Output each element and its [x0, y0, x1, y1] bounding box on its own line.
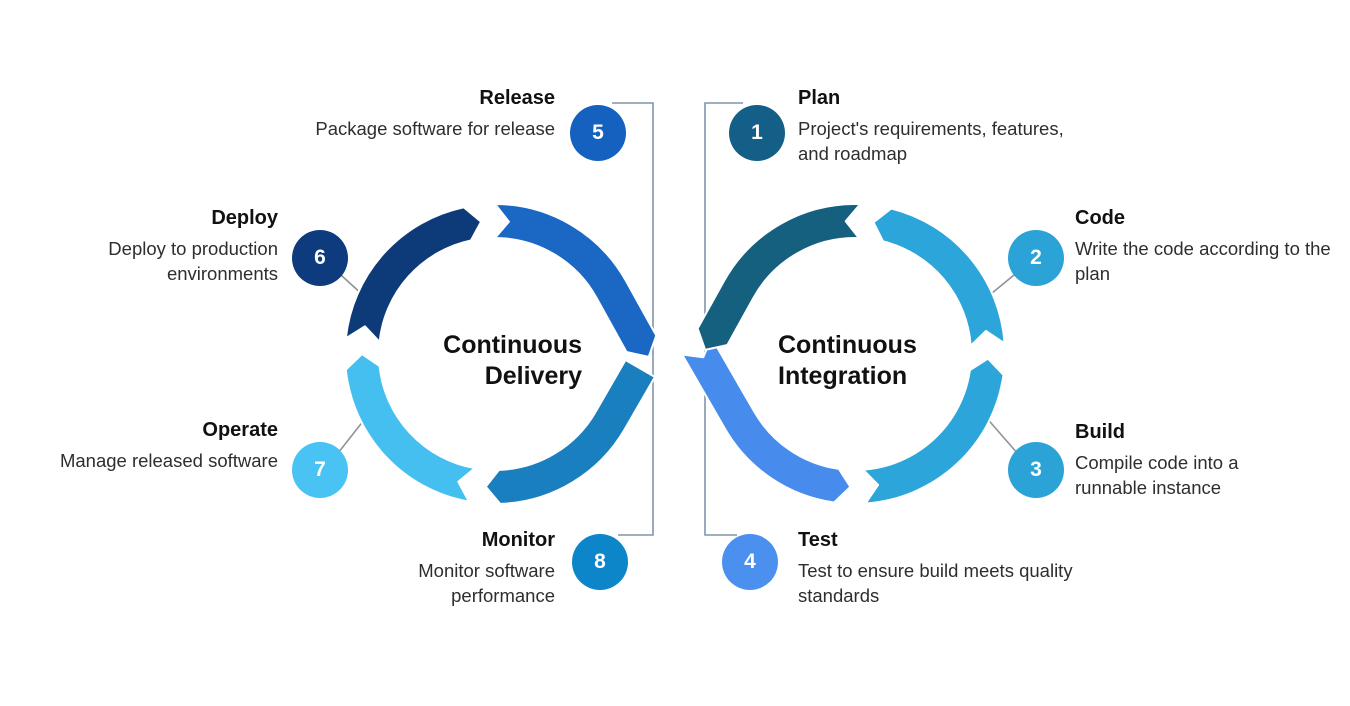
stage-release-title: Release	[479, 87, 555, 109]
stage-test-title: Test	[798, 529, 838, 551]
stage-plan: Plan Project's requirements, features, a…	[798, 86, 1078, 167]
stage-release-desc: Package software for release	[315, 118, 555, 139]
stage-monitor-title: Monitor	[481, 529, 555, 551]
stage-plan-desc: Project's requirements, features, and ro…	[798, 118, 1064, 164]
stage-code: Code Write the code according to the pla…	[1075, 206, 1340, 287]
stage-build-desc: Compile code into a runnable instance	[1075, 452, 1239, 498]
stage-test-desc: Test to ensure build meets quality stand…	[798, 560, 1073, 606]
stage-circle-monitor: 8	[572, 534, 628, 590]
stage-circle-test: 4	[722, 534, 778, 590]
stage-code-desc: Write the code according to the plan	[1075, 238, 1331, 284]
stage-circle-operate: 7	[292, 442, 348, 498]
loop-band-code	[872, 207, 1006, 347]
stage-deploy-desc: Deploy to production environments	[108, 238, 278, 284]
loop-band-release	[494, 203, 658, 358]
stage-circle-release: 5	[570, 105, 626, 161]
stage-operate-desc: Manage released software	[59, 450, 278, 471]
stage-operate-title: Operate	[202, 419, 278, 441]
center-label-continuous-integration: Continuous Integration	[778, 331, 917, 390]
stage-code-title: Code	[1075, 207, 1125, 229]
center-label-continuous-delivery: Continuous Delivery	[443, 331, 582, 390]
stage-circle-build: 3	[1008, 442, 1064, 498]
stage-release: Release Package software for release	[315, 86, 555, 142]
stage-deploy: Deploy Deploy to production environments	[48, 206, 278, 287]
stage-monitor: Monitor Monitor software performance	[335, 528, 555, 609]
stage-build: Build Compile code into a runnable insta…	[1075, 420, 1315, 501]
stage-circle-deploy: 6	[292, 230, 348, 286]
stage-operate: Operate Manage released software	[8, 418, 278, 474]
loop-band-build	[862, 357, 1005, 505]
stage-circle-code: 2	[1008, 230, 1064, 286]
loop-band-monitor	[484, 359, 656, 505]
loop-band-deploy	[344, 206, 483, 343]
loop-band-plan	[696, 203, 862, 351]
stage-plan-title: Plan	[798, 87, 841, 109]
stage-circle-plan: 1	[729, 105, 785, 161]
stage-test: Test Test to ensure build meets quality …	[798, 528, 1078, 609]
loop-band-test	[681, 336, 852, 504]
connector-elbow-line-1	[612, 102, 654, 536]
stage-build-title: Build	[1075, 421, 1125, 443]
stage-deploy-title: Deploy	[211, 207, 278, 229]
stage-monitor-desc: Monitor software performance	[418, 560, 555, 606]
loop-band-operate	[344, 353, 476, 503]
